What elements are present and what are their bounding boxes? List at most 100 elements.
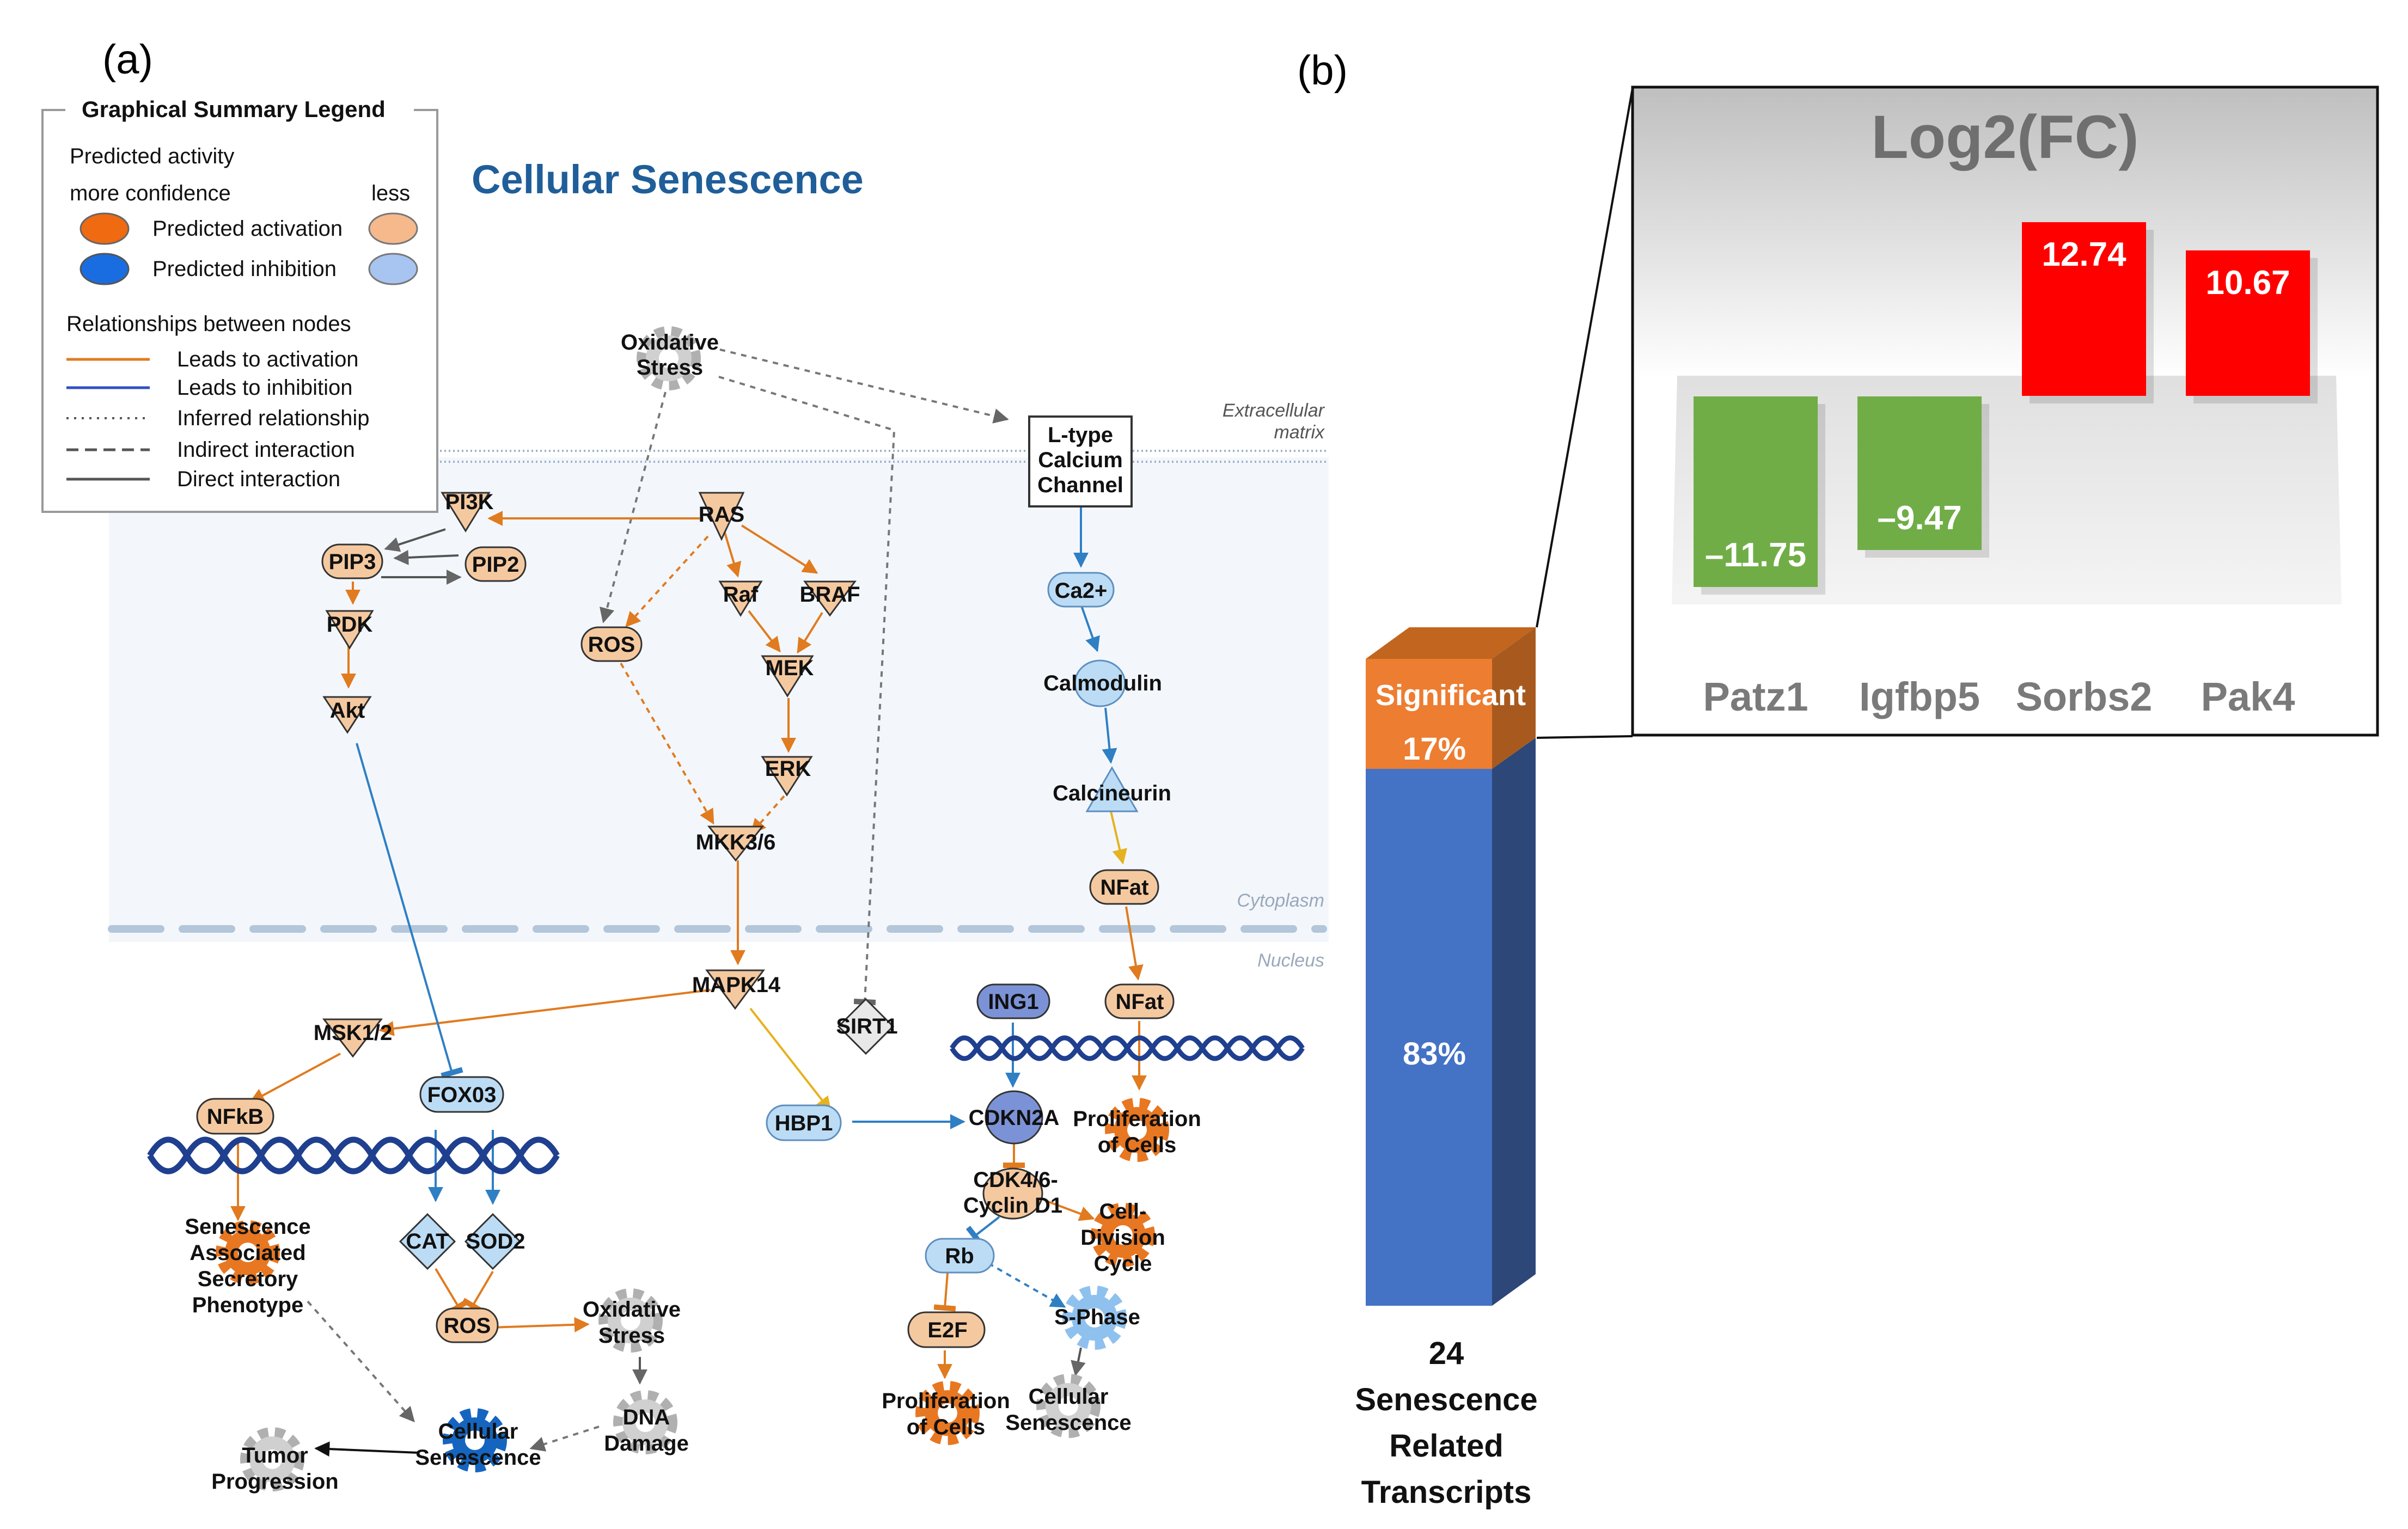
label-raf: Raf xyxy=(723,583,759,607)
stack-segment-other xyxy=(1366,769,1492,1306)
node-nfat2-shape xyxy=(1104,983,1175,1019)
node-sirt1-shape xyxy=(837,998,895,1055)
stacked-bar: Significant 17% 83% 24 Senescence Relate… xyxy=(1355,627,1538,1510)
label-ras: RAS xyxy=(699,503,744,527)
stack-segment-significant xyxy=(1366,659,1492,769)
edge-mapk14-hbp1 xyxy=(749,1007,832,1112)
legend-rel-direct: Direct interaction xyxy=(177,467,340,491)
label-pdk: PDK xyxy=(327,613,373,637)
node-e2f-shape xyxy=(907,1311,986,1348)
edge-rb-sphase xyxy=(988,1262,1066,1308)
bar-value-igfbp5: –9.47 xyxy=(1877,499,1961,537)
stack-side-other xyxy=(1492,738,1536,1306)
region-cytoplasm: Cytoplasm xyxy=(1237,890,1324,911)
edge-sphase-cellsen xyxy=(1071,1347,1086,1377)
label-tumor-1: Tumor xyxy=(242,1444,308,1467)
gear-oxidative-stress-bottom xyxy=(598,1288,663,1353)
category-label-igfbp5: Igfbp5 xyxy=(1859,674,1980,719)
label-hbp1: HBP1 xyxy=(775,1111,833,1135)
edge-pi3k-pip3 xyxy=(384,528,446,552)
label-mapk14: MAPK14 xyxy=(692,973,781,997)
node-pip2-shape xyxy=(465,546,527,582)
zoom-line-top xyxy=(1536,88,1634,628)
legend-more-confidence: more confidence xyxy=(70,181,231,205)
legend-relationships: Relationships between nodes xyxy=(66,312,351,336)
bar-sorbs2 xyxy=(2022,222,2146,396)
node-rb-shape xyxy=(925,1238,995,1274)
chart-floor xyxy=(1672,376,2342,604)
label-oxidative-stress-bottom-2: Stress xyxy=(598,1324,665,1348)
node-pdk-shape xyxy=(325,610,374,650)
label-erk: ERK xyxy=(765,757,811,781)
label-akt: Akt xyxy=(330,699,365,723)
legend-rel-inferred: Inferred relationship xyxy=(177,406,370,430)
edge-ras-braf xyxy=(741,524,818,574)
node-pip3-shape xyxy=(321,543,383,579)
diagram-title: Cellular Senescence xyxy=(472,157,864,202)
edge-mapk14-msk xyxy=(378,989,711,1036)
label-sasp-2: Associated xyxy=(190,1241,305,1265)
label-calcineurin: Calcineurin xyxy=(1053,781,1171,805)
region-extracellular-2: matrix xyxy=(1274,422,1325,443)
gear-cellsen-center xyxy=(443,1408,507,1472)
edge-sasp-cellsen xyxy=(307,1300,415,1423)
panel-b-letter: (b) xyxy=(1297,47,1348,94)
gear-tumor xyxy=(240,1427,304,1491)
edge-erk-mkk xyxy=(750,795,785,835)
label-sod2: SOD2 xyxy=(466,1230,525,1253)
chart-title: Log2(FC) xyxy=(1871,103,2138,171)
label-oxidative-stress-top-2: Stress xyxy=(637,356,703,380)
dna-helix-right xyxy=(950,1035,1305,1061)
label-cellsen-center-2: Senescence xyxy=(415,1446,541,1470)
label-cat: CAT xyxy=(406,1230,449,1253)
node-nfat1-shape xyxy=(1089,869,1159,905)
label-sphase: S-Phase xyxy=(1054,1305,1140,1329)
node-ros-bottom-shape xyxy=(436,1307,499,1343)
gear-sphase xyxy=(1062,1286,1127,1350)
label-sirt1: SIRT1 xyxy=(836,1014,897,1038)
label-ca2: Ca2+ xyxy=(1055,579,1108,603)
zoom-line-bottom xyxy=(1536,735,1633,739)
label-ltype-2: Calcium xyxy=(1038,448,1123,472)
label-ros-bottom: ROS xyxy=(444,1314,491,1338)
label-dna-2: Damage xyxy=(604,1432,689,1455)
bar-value-pak4: 10.67 xyxy=(2205,264,2290,302)
node-erk-shape xyxy=(761,756,813,797)
label-ing1: ING1 xyxy=(988,990,1038,1014)
label-nfkb: NFkB xyxy=(207,1105,264,1129)
label-pip2: PIP2 xyxy=(472,553,520,577)
edge-rb-e2f xyxy=(933,1273,956,1312)
panel-a: (a) Extracellular matrix Cytoplasm Nucle… xyxy=(41,36,1329,1494)
edge-cdk46-celldiv xyxy=(1045,1200,1095,1221)
gear-celldiv xyxy=(1091,1203,1155,1267)
label-mek: MEK xyxy=(766,656,814,680)
legend-rel-inhibition: Leads to inhibition xyxy=(177,376,352,400)
category-label-pak4: Pak4 xyxy=(2201,674,2295,719)
node-sod2-shape xyxy=(464,1213,522,1270)
label-fox03: FOX03 xyxy=(427,1083,497,1107)
edge-msk-nfkb xyxy=(249,1053,341,1103)
label-mkk: MKK3/6 xyxy=(696,830,776,854)
panel-a-letter: (a) xyxy=(102,36,153,83)
node-mkk-shape xyxy=(707,825,765,862)
legend-inhibition-strong xyxy=(80,253,130,285)
node-fox03-shape xyxy=(419,1076,504,1113)
node-cat-shape xyxy=(399,1213,456,1270)
label-ros-top: ROS xyxy=(588,633,635,657)
legend-activation-label: Predicted activation xyxy=(152,217,343,241)
node-ras-shape xyxy=(698,492,745,541)
legend-activation-strong xyxy=(80,212,130,245)
gear-prolif-1 xyxy=(1105,1098,1169,1162)
label-prolif2-2: of Cells xyxy=(907,1415,985,1439)
edge-cdk46-rb xyxy=(965,1216,1000,1246)
node-msk-shape xyxy=(322,1018,383,1058)
legend-rel-indirect: Indirect interaction xyxy=(177,438,355,462)
edge-sod2-ros xyxy=(462,1270,494,1314)
label-prolif2-1: Proliferation xyxy=(882,1389,1010,1413)
nucleus-region xyxy=(109,937,1329,942)
edge-braf-mek xyxy=(797,611,823,654)
stack-percent-other: 83% xyxy=(1403,1036,1466,1072)
